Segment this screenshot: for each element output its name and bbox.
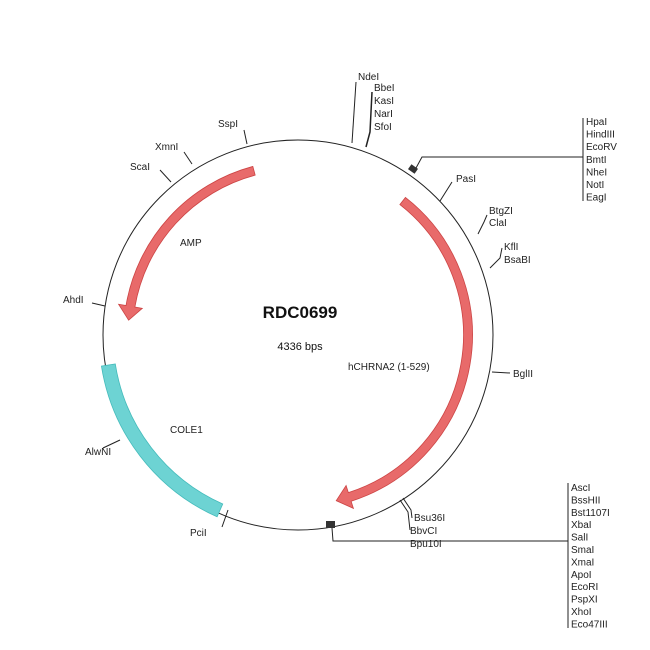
feature-label-amp: AMP [180,238,202,249]
site-label: Eco47III [571,619,608,630]
svg-text:BbvCI: BbvCI [410,526,437,537]
svg-text:PciI: PciI [190,528,207,539]
site-sspi: SspI [218,119,248,145]
feature-label-cole1: COLE1 [170,425,203,436]
site-label: XhoI [571,607,592,618]
svg-text:Bsu36I: Bsu36I [414,513,445,524]
site-label: SalI [571,533,588,544]
site-pasi: PasI [439,174,476,202]
site-label: NotI [586,180,604,191]
site-label: SmaI [571,545,594,556]
site-group-mcs2: AscIBssHIIBst1107IXbaISalISmaIXmaIApoIEc… [326,483,610,630]
site-label: AscI [571,483,590,494]
svg-text:KflI: KflI [504,242,518,253]
site-label: HindIII [586,130,615,141]
site-label: NheI [586,167,607,178]
svg-text:Bpu10I: Bpu10I [410,539,442,550]
backbone-circle [102,139,494,531]
site-group-kfli: KflI BsaBI [489,242,531,269]
site-label: HpaI [586,117,607,128]
site-label: EcoRI [571,582,598,593]
svg-text:NarI: NarI [374,109,393,120]
svg-text:KasI: KasI [374,96,394,107]
feature-arc-amp [117,165,256,321]
site-pcii: PciI [190,509,229,539]
site-xmni: XmnI [155,142,193,165]
site-bglii: BglII [491,369,533,380]
svg-text:NdeI: NdeI [358,72,379,83]
site-label: ApoI [571,570,592,581]
svg-text:AhdI: AhdI [63,295,84,306]
feature-arc-cole1 [100,363,224,518]
site-label: EagI [586,193,607,204]
svg-text:XmnI: XmnI [155,142,178,153]
plasmid-name: RDC0699 [263,303,338,322]
feature-arc-hchrna2 [335,196,473,510]
svg-text:ClaI: ClaI [489,218,507,229]
svg-text:BsaBI: BsaBI [504,255,531,266]
svg-text:ScaI: ScaI [130,162,150,173]
svg-text:AlwNI: AlwNI [85,447,111,458]
plasmid-size: 4336 bps [277,341,323,353]
site-label: XmaI [571,557,594,568]
svg-text:BbeI: BbeI [374,83,395,94]
site-ndei: NdeI [351,72,379,144]
site-label: PspXI [571,595,598,606]
site-label: XbaI [571,520,592,531]
site-ahdi: AhdI [63,295,106,307]
site-scai: ScaI [130,162,172,183]
site-label: Bst1107I [571,508,610,519]
site-group-bbei: BbeI KasI NarI SfoI [365,83,395,148]
site-group-bsu36i: Bsu36I BbvCI Bpu10I [399,497,445,550]
svg-text:SfoI: SfoI [374,122,392,133]
svg-text:SspI: SspI [218,119,238,130]
site-label: BssHII [571,495,600,506]
feature-label-hchrna2: hCHRNA2 (1-529) [348,362,430,373]
svg-text:BglII: BglII [513,369,533,380]
svg-text:PasI: PasI [456,174,476,185]
svg-text:BtgZI: BtgZI [489,206,513,217]
site-label: EcoRV [586,142,617,153]
site-group-btgzi: BtgZI ClaI [477,206,513,235]
site-label: BmtI [586,155,607,166]
site-alwni: AlwNI [85,439,121,458]
